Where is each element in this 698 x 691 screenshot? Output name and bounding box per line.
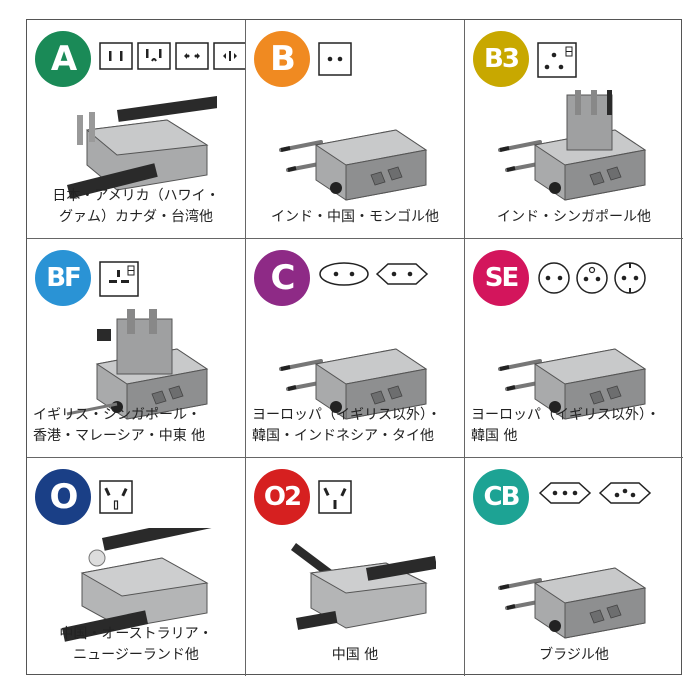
socket-circle-earth-icon xyxy=(613,261,647,295)
country-caption: 日本・アメリカ（ハワイ・ グァム）カナダ・台湾他 xyxy=(52,188,220,225)
country-caption: ヨーロッパ（イギリス以外）・ 韓国・インドネシア・タイ他 xyxy=(252,407,441,444)
plug-adapter-round-long-icon xyxy=(276,90,436,210)
plug-type-cell-b3: B3 インド・シンガポール他 xyxy=(465,20,683,239)
socket-icons xyxy=(537,480,653,506)
socket-o2-box-icon xyxy=(318,480,352,514)
country-caption: イギリス・シンガポール・ 香港・マレーシア・中東 他 xyxy=(33,407,206,444)
plug-adapter-b3-stack-icon xyxy=(495,85,655,210)
socket-circle-3-icon xyxy=(575,261,609,295)
plug-type-badge: BF xyxy=(35,250,91,306)
country-caption: ブラジル他 xyxy=(539,647,609,663)
socket-a-round-2b-icon xyxy=(213,42,245,70)
socket-a-round-2-icon xyxy=(175,42,209,70)
country-caption: 中国・オーストラリア・ ニュージーランド他 xyxy=(59,626,213,663)
plug-adapter-bf-stack-icon xyxy=(57,304,217,429)
plug-adapter-round-long-icon xyxy=(276,309,436,429)
socket-dots-2-icon xyxy=(318,42,352,76)
country-caption: インド・シンガポール他 xyxy=(497,209,651,225)
plug-type-badge: SE xyxy=(473,250,529,306)
plug-type-badge: B xyxy=(254,31,310,87)
plug-type-badge: A xyxy=(35,31,91,87)
plug-type-cell-bf: BF イギリス・シンガポール・ 香港・マレーシア・中東 他 xyxy=(27,239,246,458)
socket-icons xyxy=(99,42,245,70)
plug-type-badge: C xyxy=(254,250,310,306)
socket-a-flat-3-icon xyxy=(137,42,171,70)
plug-type-cell-o2: O2 中国 他 xyxy=(246,458,465,676)
socket-icons xyxy=(99,261,139,297)
socket-icons xyxy=(537,261,647,295)
plug-type-cell-o: O 中国・オーストラリア・ ニュージーランド他 xyxy=(27,458,246,676)
socket-o-box-icon xyxy=(99,480,133,514)
country-caption: ヨーロッパ（イギリス以外）・ 韓国 他 xyxy=(471,407,660,444)
plug-adapter-round-long-icon xyxy=(495,309,655,429)
socket-hex-3b-icon xyxy=(597,480,653,506)
plug-type-cell-cb: CB ブラジル他 xyxy=(465,458,683,676)
socket-hex-2-icon xyxy=(374,261,430,287)
plug-type-badge: O2 xyxy=(254,469,310,525)
plug-type-cell-a: A 日本・アメリカ（ハワイ・ グァム）カナダ・台湾他 xyxy=(27,20,246,239)
plug-type-badge: O xyxy=(35,469,91,525)
socket-oval-2-icon xyxy=(318,261,370,287)
plug-type-badge: B3 xyxy=(473,31,529,87)
socket-a-flat-2-icon xyxy=(99,42,133,70)
country-caption: 中国 他 xyxy=(331,647,379,663)
plug-adapter-flat-cross-icon xyxy=(57,90,228,210)
socket-dots-3-box-icon xyxy=(537,42,577,78)
plug-type-badge: CB xyxy=(473,469,529,525)
socket-hex-3-icon xyxy=(537,480,593,506)
plug-adapter-o2-cross-icon xyxy=(276,528,438,648)
socket-circle-2-icon xyxy=(537,261,571,295)
plug-type-cell-b: B インド・中国・モンゴル他 xyxy=(246,20,465,239)
socket-icons xyxy=(318,42,352,76)
socket-icons xyxy=(318,261,430,287)
socket-bf-box-icon xyxy=(99,261,139,297)
socket-icons xyxy=(537,42,577,78)
socket-icons xyxy=(99,480,133,514)
plug-type-cell-se: SE ヨーロッパ（イギリス以外）・ 韓国 他 xyxy=(465,239,683,458)
plug-type-cell-c: C ヨーロッパ（イギリス以外）・ 韓国・インドネシア・タイ他 xyxy=(246,239,465,458)
plug-adapter-round-long-icon xyxy=(495,528,655,648)
country-caption: インド・中国・モンゴル他 xyxy=(271,209,439,225)
socket-icons xyxy=(318,480,352,514)
